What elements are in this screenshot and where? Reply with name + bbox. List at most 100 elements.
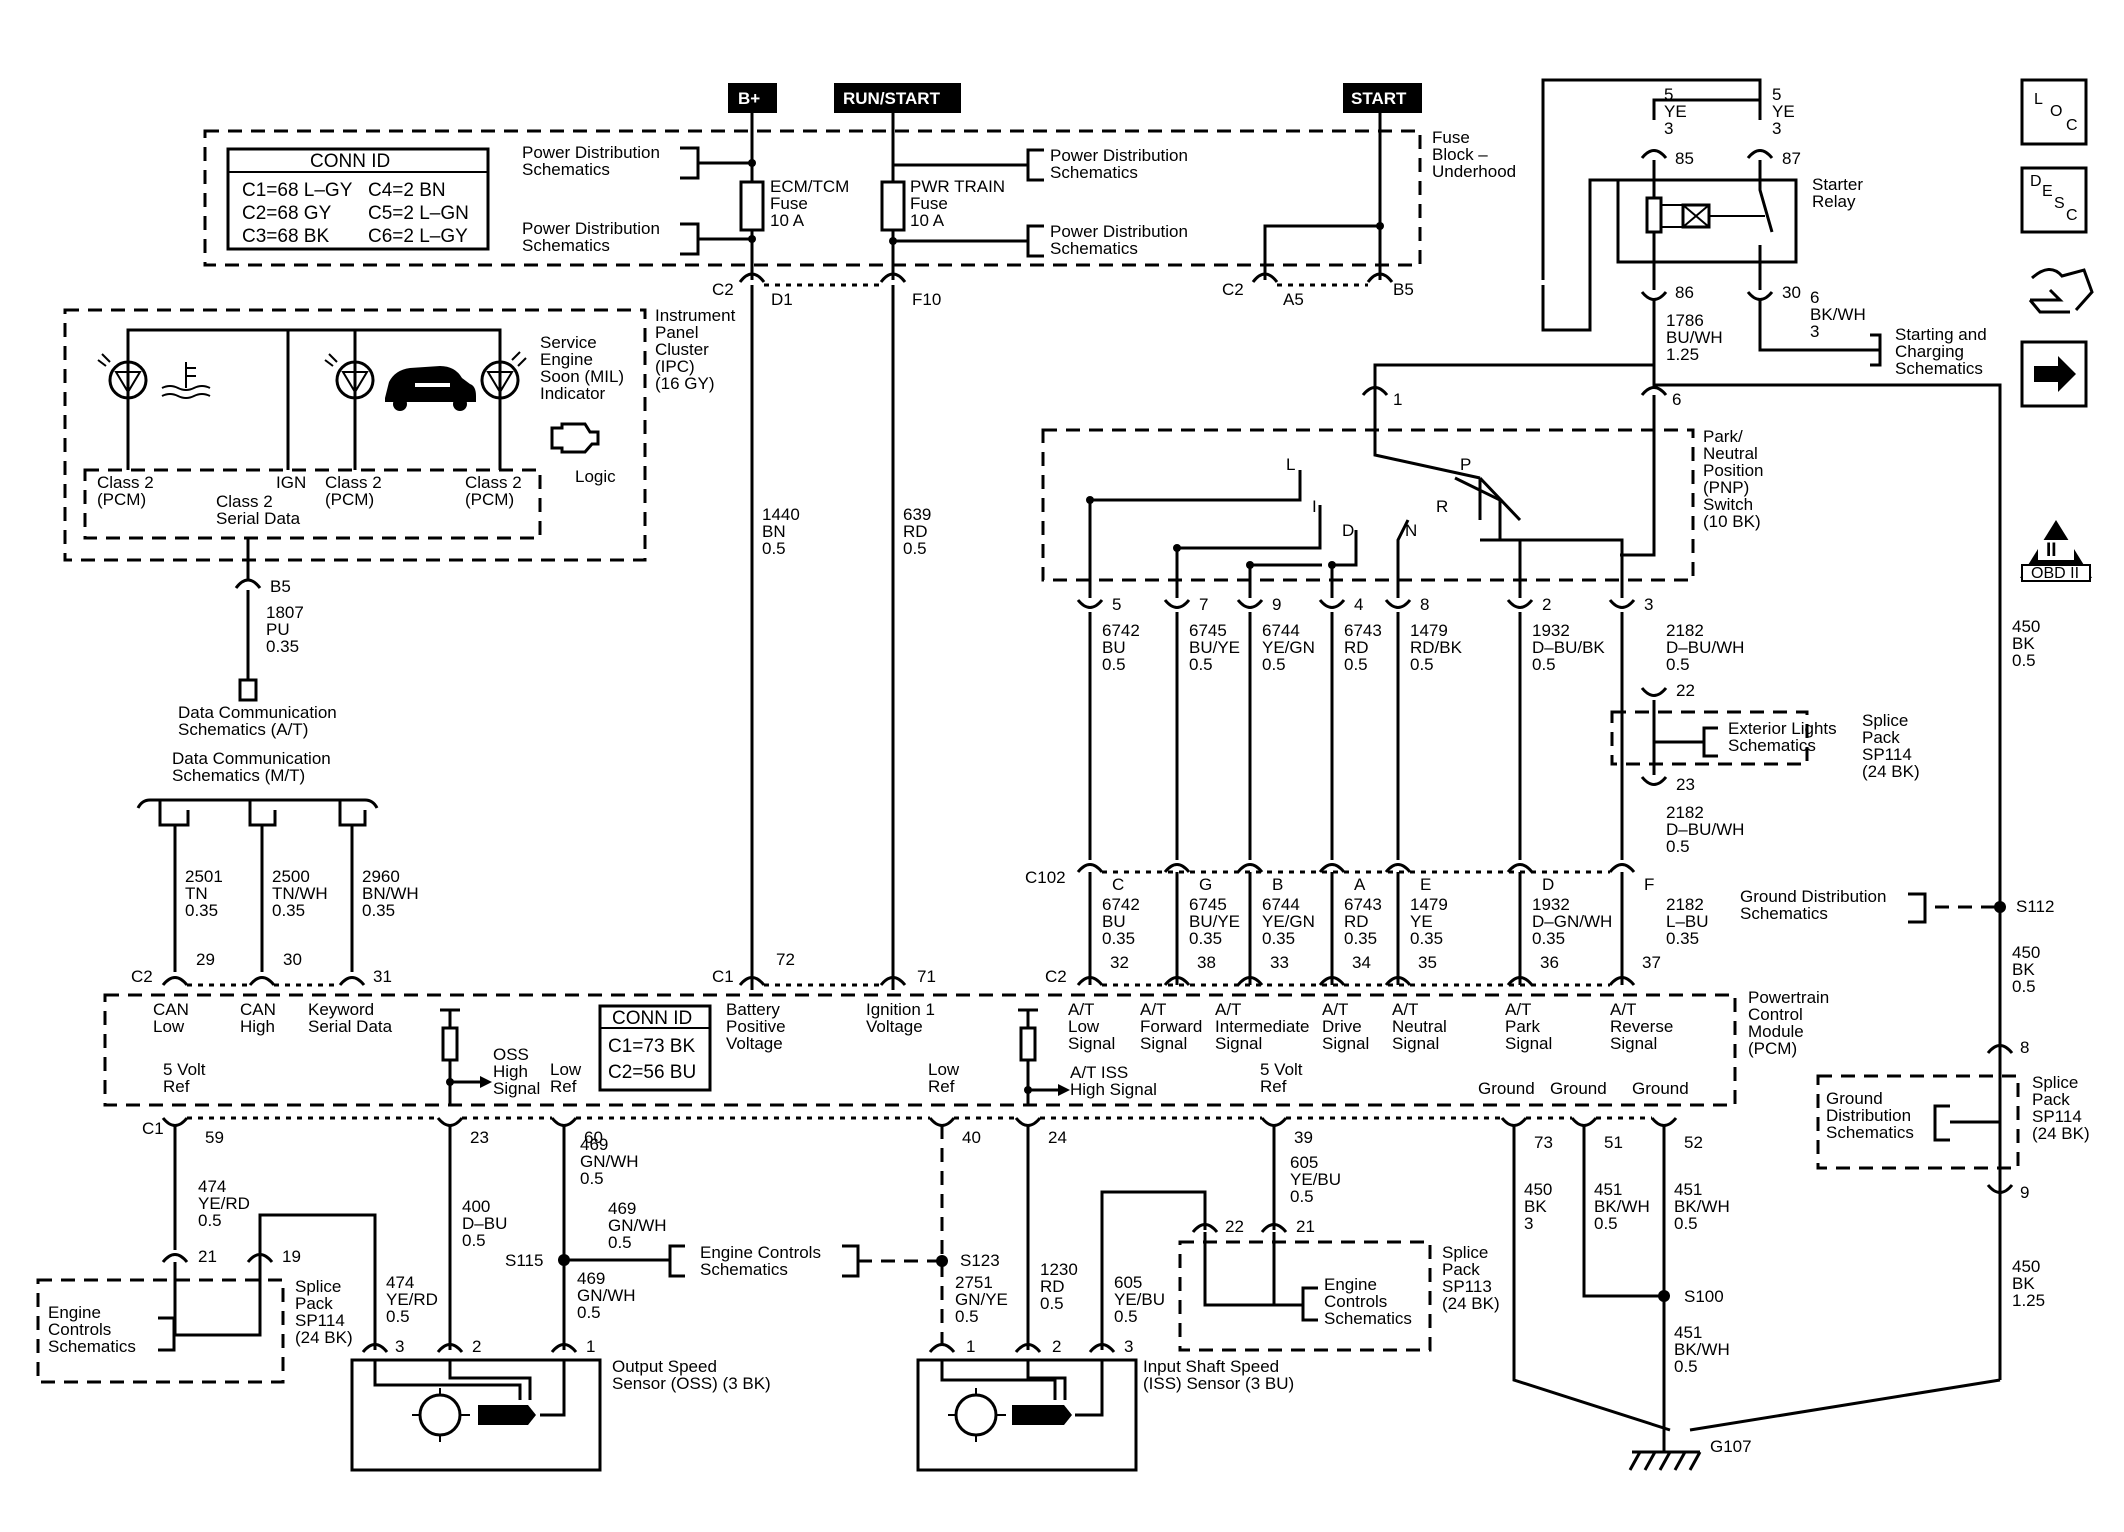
pnp-pin: 8 — [1420, 595, 1429, 614]
c102-pin: D — [1542, 875, 1554, 894]
pin: 9 — [2020, 1183, 2029, 1202]
pin: 8 — [2020, 1038, 2029, 1057]
pcm-pin: 51 — [1604, 1133, 1623, 1152]
relay-pin: 86 — [1675, 283, 1694, 302]
pcm-pin: 52 — [1684, 1133, 1703, 1152]
f10-label: F10 — [912, 290, 941, 309]
pcm-pin: 32 — [1110, 953, 1129, 972]
c102-pin: A — [1354, 875, 1366, 894]
relay-pin: 87 — [1782, 149, 1801, 168]
starter-relay-box — [1616, 178, 1798, 264]
splice-sp114-top-box — [1610, 710, 1809, 766]
pnp-pos: L — [1286, 455, 1295, 474]
pcm-terminal — [1318, 976, 1346, 986]
pcm-low-label: Ground — [1478, 1079, 1535, 1098]
b5-label: B5 — [1393, 280, 1414, 299]
pin: 3 — [1124, 1337, 1133, 1356]
pnp-terminal — [1608, 599, 1636, 609]
pcm-pin: 31 — [373, 967, 392, 986]
ipc-box — [63, 308, 647, 562]
class2-label: Class 2(PCM) — [97, 473, 154, 509]
ground-icon — [1628, 1450, 1702, 1471]
c2-label: C2 — [1045, 967, 1067, 986]
pcm-pin: 30 — [283, 950, 302, 969]
pnp-pin: 3 — [1644, 595, 1653, 614]
speed-sensor-icon — [373, 1360, 566, 1442]
a5-label: A5 — [1283, 290, 1304, 309]
connector-view-icon[interactable] — [2028, 268, 2094, 314]
pnp-pos: I — [1312, 497, 1317, 516]
svg-text:C: C — [2066, 117, 2078, 134]
c102-terminal — [1163, 863, 1191, 873]
conn-id-top-row: C2=68 GY — [242, 203, 332, 224]
c102-terminal — [1236, 863, 1264, 873]
next-page-icon[interactable] — [2020, 340, 2088, 408]
pin: 2 — [1052, 1337, 1061, 1356]
pnp-terminal — [1506, 599, 1534, 609]
conn-id-pcm-row: C2=56 BU — [608, 1062, 696, 1083]
locator-icon[interactable]: LOC — [2020, 78, 2088, 146]
c2-label: C2 — [1222, 280, 1244, 299]
obd-label: OBD II — [2031, 565, 2079, 582]
lamp-icon — [97, 353, 148, 400]
pcm-pin: 24 — [1048, 1128, 1067, 1147]
pcm-low-label: Ground — [1632, 1079, 1689, 1098]
pcm-pin: 37 — [1642, 953, 1661, 972]
conn-id-top-title: CONN ID — [310, 151, 390, 172]
pcm-box — [103, 993, 1737, 1107]
class2-label: Class 2(PCM) — [325, 473, 382, 509]
pin: 23 — [1676, 775, 1695, 794]
s123-label: S123 — [960, 1251, 1000, 1270]
pcm-pin: 38 — [1197, 953, 1216, 972]
conn-id-top-row: C4=2 BN — [368, 180, 446, 201]
pcm-low-label: Ground — [1550, 1079, 1607, 1098]
s115-label: S115 — [505, 1251, 543, 1270]
c102-pin: B — [1272, 875, 1283, 894]
splice-sp113-box — [1178, 1240, 1432, 1352]
pcm-pin: 23 — [470, 1128, 489, 1147]
start-label: START — [1351, 89, 1407, 108]
pcm-pin: 29 — [196, 950, 215, 969]
pnp-pin: 6 — [1672, 390, 1681, 409]
d1-label: D1 — [771, 290, 793, 309]
